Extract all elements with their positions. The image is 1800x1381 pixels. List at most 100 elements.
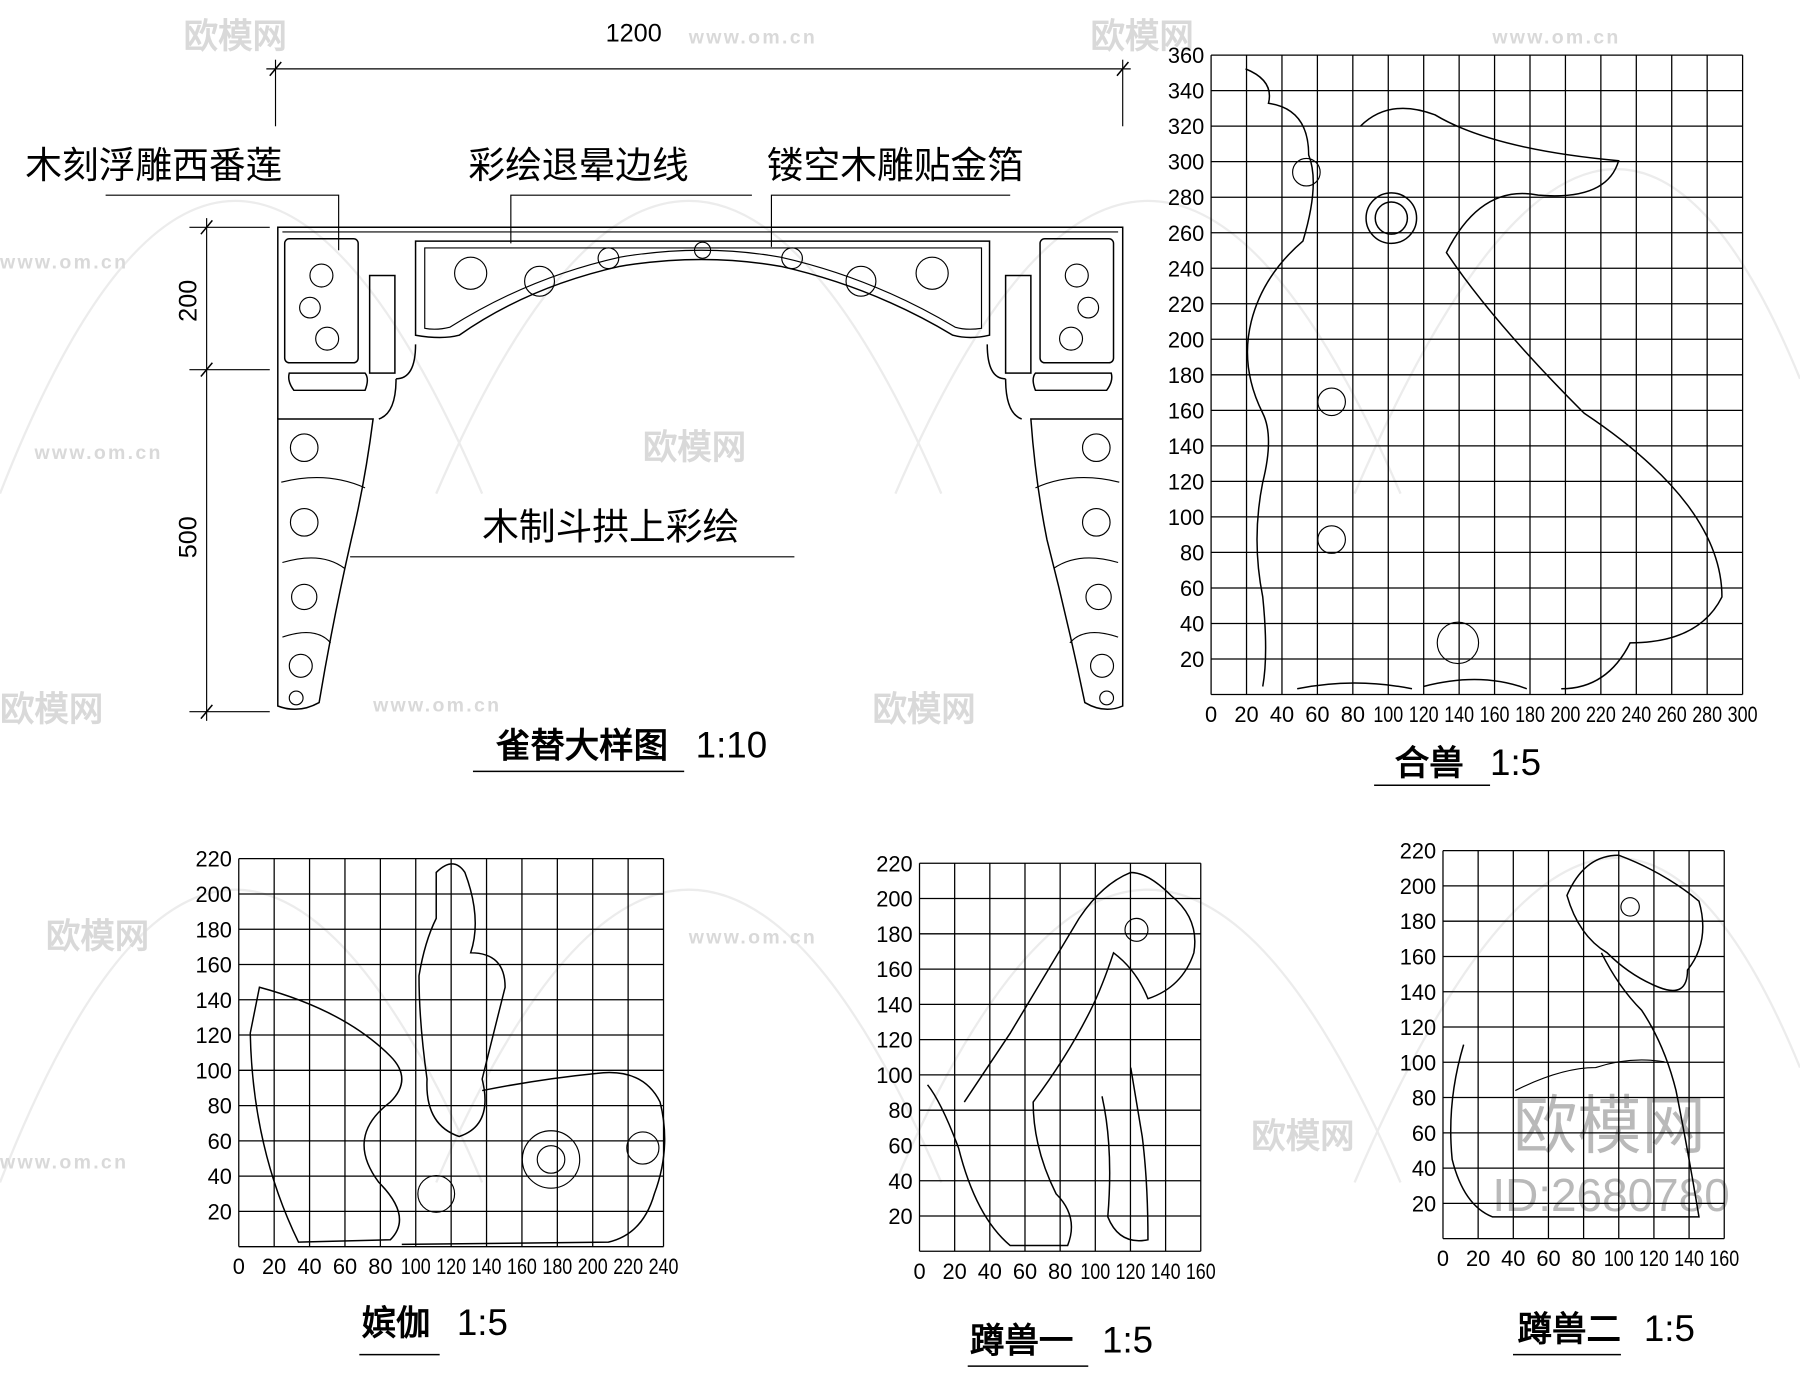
x-tick-label: 80: [1341, 702, 1365, 727]
y-tick-label: 200: [196, 882, 232, 907]
watermark-logo: 欧模网: [1251, 1117, 1354, 1157]
y-tick-label: 100: [196, 1058, 232, 1083]
x-tick-label: 100: [1080, 1259, 1110, 1284]
queti-scale: 1:10: [696, 725, 767, 766]
y-tick-label: 120: [876, 1028, 912, 1053]
y-tick-label: 120: [1168, 469, 1204, 494]
dimension-width-label: 1200: [606, 19, 662, 47]
y-tick-label: 180: [1400, 909, 1436, 934]
x-tick-label: 40: [1501, 1246, 1525, 1271]
x-tick-label: 120: [1116, 1259, 1146, 1284]
x-tick-label: 200: [578, 1254, 608, 1279]
x-tick-label: 20: [943, 1259, 967, 1284]
x-tick-label: 240: [649, 1254, 679, 1279]
watermark-logo: 欧模网: [184, 17, 287, 57]
y-tick-label: 160: [1400, 944, 1436, 969]
x-tick-label: 0: [1205, 702, 1217, 727]
heshou-figure-outline: [1245, 68, 1723, 690]
y-tick-label: 140: [1400, 980, 1436, 1005]
dimension-lower-height-label: 500: [174, 516, 202, 558]
y-tick-label: 140: [196, 988, 232, 1013]
y-tick-label: 60: [208, 1129, 232, 1154]
y-tick-label: 80: [208, 1094, 232, 1119]
y-tick-label: 120: [196, 1023, 232, 1048]
watermark-id: ID:2680780: [1492, 1169, 1729, 1221]
x-tick-label: 0: [233, 1254, 245, 1279]
watermark-arcs: [0, 167, 1800, 1183]
watermark-logo: 欧模网: [0, 690, 103, 730]
x-tick-label: 120: [1639, 1246, 1669, 1271]
y-tick-label: 100: [1168, 505, 1204, 530]
figure-title: 蹲兽二: [1518, 1310, 1621, 1350]
x-tick-label: 120: [1409, 702, 1439, 727]
x-tick-label: 180: [1515, 702, 1545, 727]
y-tick-label: 320: [1168, 114, 1204, 139]
x-tick-label: 220: [613, 1254, 643, 1279]
x-tick-label: 180: [542, 1254, 572, 1279]
watermark-logo: 欧模网: [46, 917, 149, 957]
y-tick-label: 280: [1168, 185, 1204, 210]
y-tick-label: 160: [876, 957, 912, 982]
x-tick-label: 140: [1444, 702, 1474, 727]
y-tick-label: 120: [1400, 1015, 1436, 1040]
x-tick-label: 60: [333, 1254, 357, 1279]
figure-scale: 1:5: [457, 1302, 508, 1343]
x-tick-label: 0: [1437, 1246, 1449, 1271]
x-tick-label: 40: [978, 1259, 1002, 1284]
y-tick-label: 80: [1180, 540, 1204, 565]
y-tick-label: 160: [196, 953, 232, 978]
watermark-url: www.om.cn: [33, 442, 162, 464]
x-tick-label: 60: [1013, 1259, 1037, 1284]
x-tick-label: 140: [472, 1254, 502, 1279]
x-tick-label: 160: [1186, 1259, 1216, 1284]
x-tick-label: 120: [436, 1254, 466, 1279]
x-tick-label: 20: [1234, 702, 1258, 727]
x-tick-label: 300: [1728, 702, 1758, 727]
x-tick-label: 100: [1373, 702, 1403, 727]
y-tick-label: 260: [1168, 221, 1204, 246]
queti-detail-drawing: 1200 200 500 木刻浮雕西番莲 彩绘退晕边线 镂空木雕贴金箔 木制斗拱…: [25, 19, 1131, 773]
figure-scale: 1:5: [1490, 742, 1541, 783]
leader-lines: [105, 194, 1011, 558]
x-tick-label: 60: [1536, 1246, 1560, 1271]
x-tick-label: 60: [1305, 702, 1329, 727]
y-tick-label: 20: [1180, 647, 1204, 672]
x-tick-label: 100: [401, 1254, 431, 1279]
annotation-border: 彩绘退晕边线: [468, 144, 688, 187]
y-tick-label: 40: [888, 1169, 912, 1194]
x-tick-label: 80: [1048, 1259, 1072, 1284]
watermark-url: www.om.cn: [1491, 27, 1620, 49]
dimension-upper-height-label: 200: [174, 280, 202, 322]
y-tick-label: 140: [1168, 434, 1204, 459]
y-tick-label: 300: [1168, 150, 1204, 175]
y-tick-label: 20: [1412, 1191, 1436, 1216]
x-tick-label: 160: [1709, 1246, 1739, 1271]
watermark-url: www.om.cn: [688, 27, 817, 49]
x-tick-label: 240: [1621, 702, 1651, 727]
figure-title: 合兽: [1395, 744, 1464, 784]
x-tick-label: 80: [368, 1254, 392, 1279]
dimension-width: 1200: [266, 19, 1131, 127]
watermarks: 欧模网 欧模网 www.om.cn www.om.cn www.om.cn ww…: [0, 17, 1730, 1221]
x-tick-label: 140: [1674, 1246, 1704, 1271]
y-tick-label: 20: [888, 1204, 912, 1229]
x-tick-label: 100: [1604, 1246, 1634, 1271]
x-tick-label: 20: [1466, 1246, 1490, 1271]
y-tick-label: 180: [876, 922, 912, 947]
watermark-url: www.om.cn: [688, 927, 817, 949]
queti-frame: [277, 226, 1124, 711]
x-tick-label: 80: [1571, 1246, 1595, 1271]
watermark-logo: 欧模网: [1091, 17, 1194, 57]
annotation-left-panel: 木刻浮雕西番莲: [25, 144, 282, 187]
y-tick-label: 200: [1168, 327, 1204, 352]
x-tick-label: 280: [1692, 702, 1722, 727]
x-tick-label: 20: [262, 1254, 286, 1279]
watermark-brand-large: 欧模网: [1513, 1089, 1706, 1164]
y-tick-label: 60: [1180, 576, 1204, 601]
watermark-logo: 欧模网: [872, 690, 975, 730]
y-tick-label: 360: [1168, 43, 1204, 68]
